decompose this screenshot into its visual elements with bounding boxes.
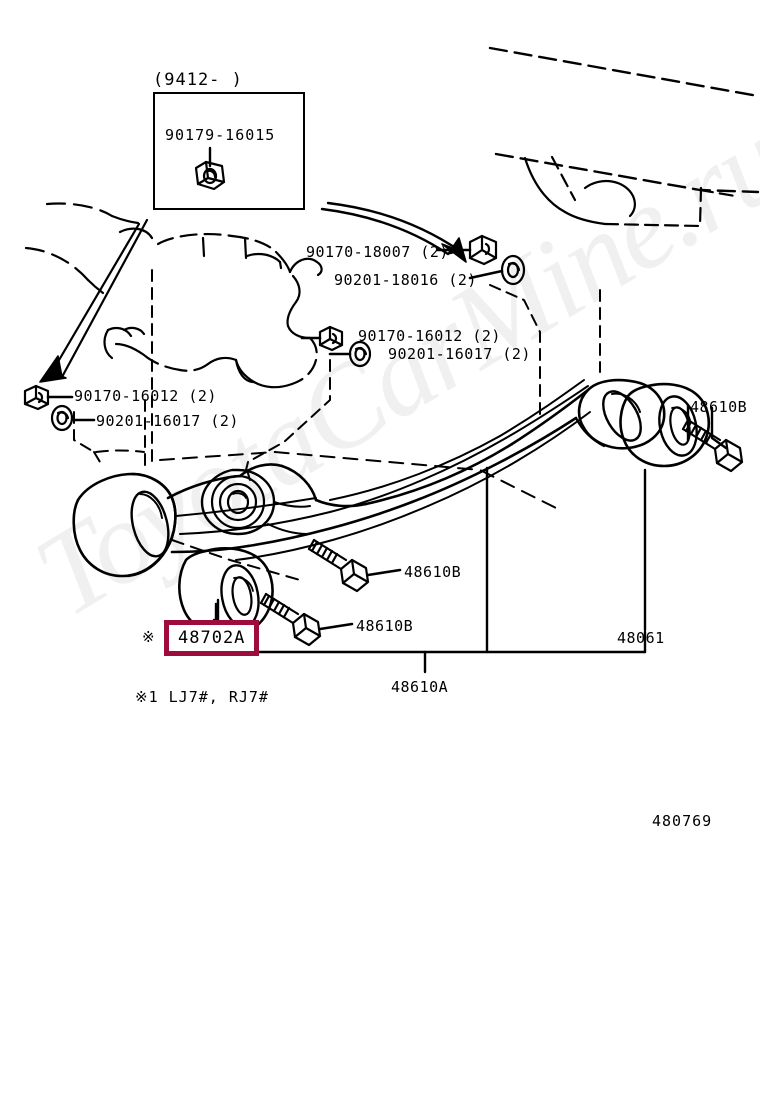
callout-90170-18007[interactable]: 90170-18007 (2) [306,243,449,261]
callout-48610a[interactable]: 48610A [391,678,449,696]
highlighted-part-number-48702a[interactable]: 48702A [164,620,260,656]
inset-part-number-90179-16015[interactable]: 90179-16015 [165,126,276,144]
inset-date-range-label: (9412- ) [153,70,243,90]
callout-90201-16017-left[interactable]: 90201-16017 (2) [96,412,239,430]
callout-48061[interactable]: 48061 [617,629,665,647]
inset-variant-box [153,92,305,210]
callout-90170-16012-mid[interactable]: 90170-16012 (2) [358,327,501,345]
callout-48610b-mid[interactable]: 48610B [404,563,462,581]
callout-90201-18016[interactable]: 90201-18016 (2) [334,271,477,289]
callout-90170-16012-left[interactable]: 90170-16012 (2) [74,387,217,405]
diagram-id: 480769 [652,812,713,830]
callout-48610b-right[interactable]: 48610B [690,398,748,416]
callout-48610b-low[interactable]: 48610B [356,617,414,635]
footnote-applicability: ※1 LJ7#, RJ7# [135,688,269,706]
highlight-footnote-mark: ※ [142,628,155,646]
callout-90201-16017-mid[interactable]: 90201-16017 (2) [388,345,531,363]
